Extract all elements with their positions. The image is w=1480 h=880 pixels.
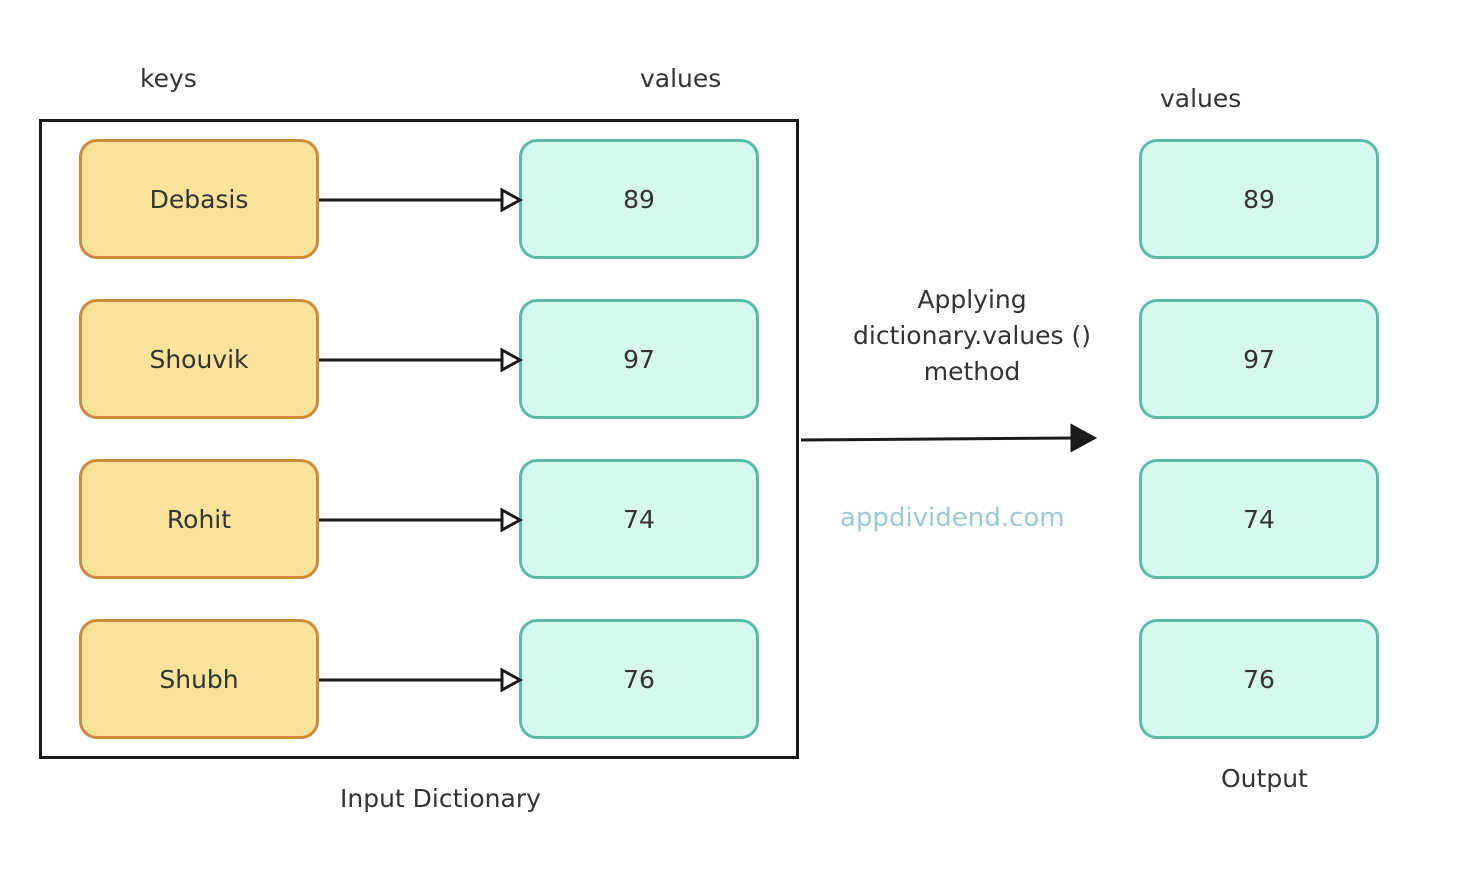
- value-node-input-2: 97: [519, 299, 759, 419]
- value-node-output-1: 89: [1139, 139, 1379, 259]
- key-label: Debasis: [149, 184, 249, 214]
- key-label: Shouvik: [149, 344, 249, 374]
- method-line-3: method: [923, 357, 1021, 386]
- value-label: 89: [1243, 184, 1275, 214]
- input-dictionary-container: [39, 119, 799, 759]
- key-node-debasis: Debasis: [79, 139, 319, 259]
- key-node-rohit: Rohit: [79, 459, 319, 579]
- edge-input-to-output: [800, 423, 1098, 453]
- value-label: 76: [623, 664, 655, 694]
- value-label: 74: [1243, 504, 1275, 534]
- method-annotation: Applying dictionary.values () method: [822, 282, 1122, 390]
- values-header-input: values: [640, 64, 722, 93]
- output-caption: Output: [1221, 764, 1308, 793]
- value-node-input-1: 89: [519, 139, 759, 259]
- value-node-input-3: 74: [519, 459, 759, 579]
- value-node-output-2: 97: [1139, 299, 1379, 419]
- key-label: Rohit: [166, 504, 232, 534]
- values-header-output: values: [1160, 84, 1242, 113]
- value-label: 89: [623, 184, 655, 214]
- method-line-1: Applying: [917, 285, 1027, 314]
- value-label: 97: [623, 344, 655, 374]
- value-node-input-4: 76: [519, 619, 759, 739]
- key-node-shouvik: Shouvik: [79, 299, 319, 419]
- value-label: 74: [623, 504, 655, 534]
- key-node-shubh: Shubh: [79, 619, 319, 739]
- value-node-output-3: 74: [1139, 459, 1379, 579]
- value-node-output-4: 76: [1139, 619, 1379, 739]
- input-dictionary-caption: Input Dictionary: [340, 784, 541, 813]
- method-line-2: dictionary.values (): [853, 321, 1091, 350]
- keys-header: keys: [140, 64, 197, 93]
- value-label: 97: [1243, 344, 1275, 374]
- key-label: Shubh: [159, 664, 239, 694]
- value-label: 76: [1243, 664, 1275, 694]
- watermark-text: appdividend.com: [840, 503, 1065, 533]
